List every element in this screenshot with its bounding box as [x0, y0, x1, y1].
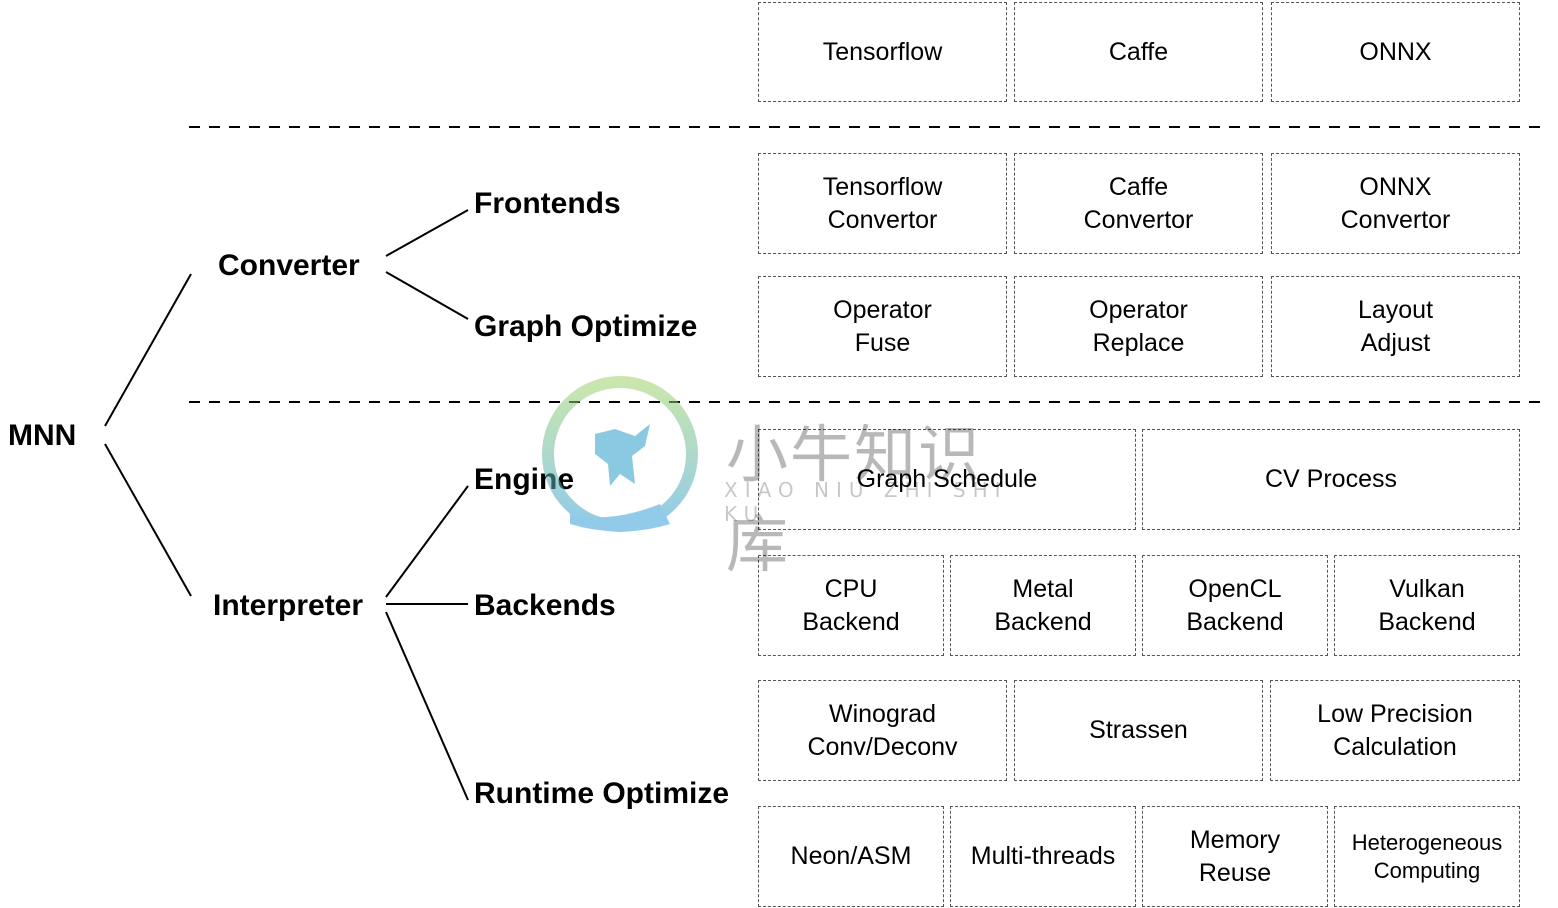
box-caffe-convertor: Caffe Convertor — [1014, 153, 1263, 254]
box-caffe: Caffe — [1014, 2, 1263, 102]
box-operator-fuse: Operator Fuse — [758, 276, 1007, 377]
box-tensorflow-convertor: Tensorflow Convertor — [758, 153, 1007, 254]
box-onnx-convertor: ONNX Convertor — [1271, 153, 1520, 254]
node-frontends: Frontends — [474, 187, 621, 220]
node-converter: Converter — [218, 249, 360, 282]
box-vulkan-backend: Vulkan Backend — [1334, 555, 1520, 656]
edge-converter-graph-optimize — [385, 271, 469, 320]
box-neon-asm: Neon/ASM — [758, 806, 944, 907]
box-metal-backend: Metal Backend — [950, 555, 1136, 656]
edge-mnn-converter — [104, 273, 192, 427]
node-runtime-optimize: Runtime Optimize — [474, 777, 730, 810]
edge-interpreter-engine — [385, 485, 469, 598]
box-onnx: ONNX — [1271, 2, 1520, 102]
box-cv-process: CV Process — [1142, 429, 1520, 530]
box-heterogeneous-computing: Heterogeneous Computing — [1334, 806, 1520, 907]
box-low-precision: Low Precision Calculation — [1270, 680, 1520, 781]
edge-interpreter-runtime — [385, 611, 469, 801]
box-multi-threads: Multi-threads — [950, 806, 1136, 907]
box-cpu-backend: CPU Backend — [758, 555, 944, 656]
box-strassen: Strassen — [1014, 680, 1263, 781]
node-mnn: MNN — [8, 419, 77, 452]
box-opencl-backend: OpenCL Backend — [1142, 555, 1328, 656]
box-graph-schedule: Graph Schedule — [758, 429, 1136, 530]
node-graph-optimize: Graph Optimize — [474, 310, 698, 343]
box-tensorflow: Tensorflow — [758, 2, 1007, 102]
box-layout-adjust: Layout Adjust — [1271, 276, 1520, 377]
box-memory-reuse: Memory Reuse — [1142, 806, 1328, 907]
node-engine: Engine — [474, 463, 575, 496]
node-backends: Backends — [474, 589, 616, 622]
box-winograd: Winograd Conv/Deconv — [758, 680, 1007, 781]
node-interpreter: Interpreter — [213, 589, 364, 622]
edge-converter-frontends — [385, 209, 469, 257]
edge-mnn-interpreter — [104, 443, 192, 597]
box-operator-replace: Operator Replace — [1014, 276, 1263, 377]
